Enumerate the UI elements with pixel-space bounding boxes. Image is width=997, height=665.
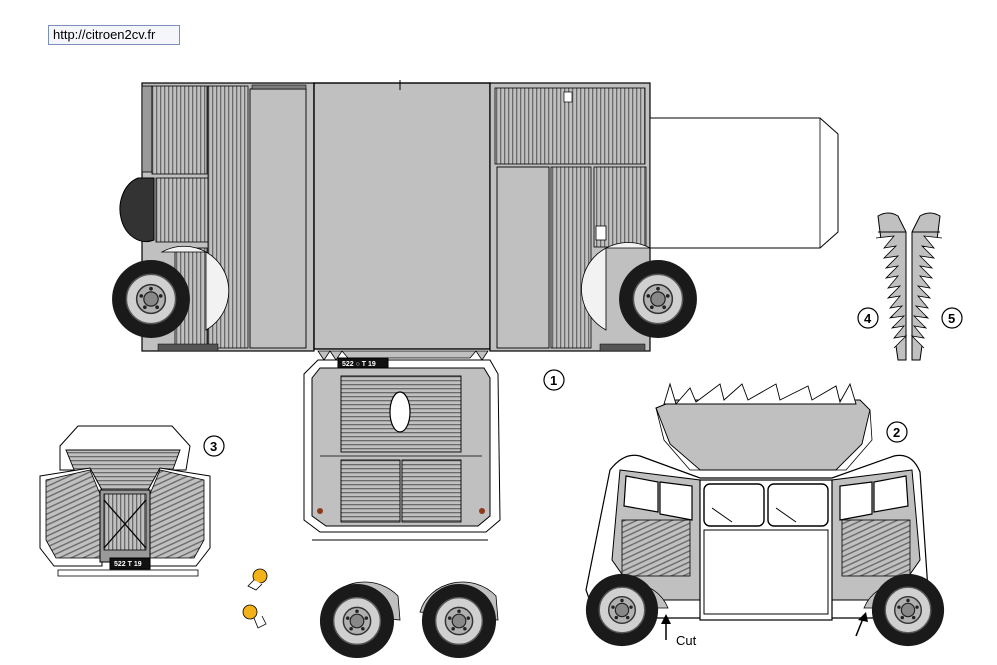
turn-indicators <box>242 568 268 629</box>
roof-panel <box>313 82 491 350</box>
part-1-main-body <box>111 80 839 361</box>
part-label-1: 1 <box>550 373 557 388</box>
rear-license-plate: 522 ○ T 19 <box>342 361 376 368</box>
rear-panel: 522 ○ T 19 <box>303 357 501 541</box>
part-label-5: 5 <box>948 311 955 326</box>
part-2-front-cab: Cut <box>585 382 945 648</box>
parts-4-5-strips <box>875 212 943 361</box>
part-label-4: 4 <box>864 311 872 326</box>
website-url-link[interactable]: http://citroen2cv.fr <box>48 25 180 45</box>
front-license-plate: 522 T 19 <box>114 561 142 568</box>
part-3-front-face: 522 T 19 <box>39 425 211 577</box>
part-number-labels: 1 2 3 4 5 <box>203 307 963 457</box>
loose-wheels <box>319 581 499 659</box>
part-label-3: 3 <box>210 439 217 454</box>
cut-label: Cut <box>676 633 697 648</box>
part-label-2: 2 <box>893 425 900 440</box>
